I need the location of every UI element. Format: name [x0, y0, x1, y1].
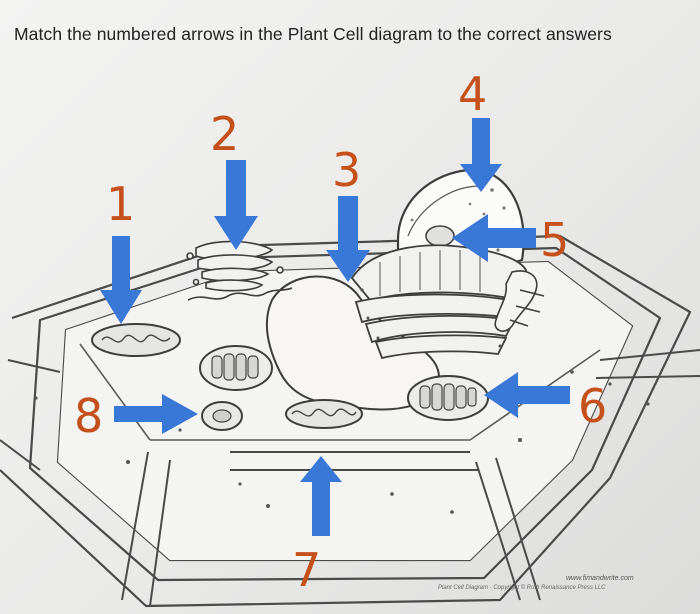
arrow-4-icon: [460, 118, 502, 192]
ribosome-dots: [34, 370, 650, 514]
endoplasmic-reticulum: [350, 244, 527, 360]
label-2: 2: [210, 107, 239, 161]
copyright-credit: Plant Cell Diagram · Copyright © Ruth Re…: [438, 585, 606, 591]
arrow-7-icon: [300, 456, 342, 536]
arrow-6-icon: [484, 372, 570, 418]
label-3: 3: [332, 143, 361, 197]
arrows: [100, 118, 570, 536]
mitochondrion-bottom: [285, 399, 363, 429]
rough-strand: [187, 287, 293, 301]
arrow-3-icon: [326, 196, 370, 282]
smooth-er: [494, 270, 545, 332]
chloroplast-left: [199, 345, 273, 391]
label-5: 5: [540, 213, 569, 267]
arrow-labels: 1 2 3 4 5 6 7 8: [74, 67, 607, 597]
label-7: 7: [292, 543, 321, 597]
mitochondrion-left: [91, 323, 181, 357]
arrow-5-icon: [452, 214, 536, 262]
golgi-apparatus: [186, 240, 284, 292]
question-text: Match the numbered arrows in the Plant C…: [14, 24, 612, 44]
neighbour-cells: [0, 349, 700, 607]
inner-edges: [79, 343, 601, 441]
arrow-2-icon: [214, 160, 258, 250]
arrow-1-icon: [100, 236, 142, 324]
label-6: 6: [578, 379, 607, 433]
label-1: 1: [106, 177, 135, 231]
vesicle: [201, 401, 243, 431]
arrow-8-icon: [114, 394, 198, 434]
watermark-site: www.fimandwrite.com: [566, 575, 634, 582]
label-8: 8: [74, 389, 103, 443]
label-4: 4: [458, 67, 487, 121]
chloroplast-right: [407, 375, 489, 421]
